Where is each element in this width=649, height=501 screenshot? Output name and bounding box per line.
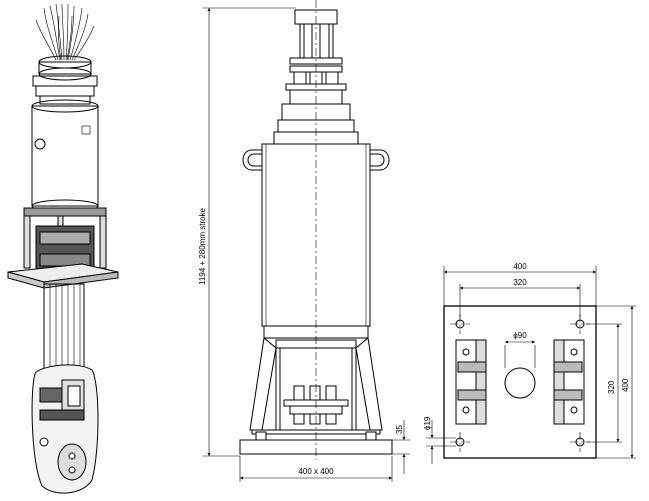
height-dimension-label: 1194 + 280mm stroke: [198, 207, 207, 285]
hole-spacing-h-label: 320: [513, 278, 527, 287]
hole-spacing-v-label: 320: [607, 380, 616, 394]
right-bracket: [553, 339, 585, 425]
plan-view: ϕ90 400 320 320 400 ϕ19: [423, 262, 636, 464]
center-hole-label: ϕ90: [513, 331, 527, 340]
center-hole: [504, 367, 536, 399]
cylinder-body: [31, 99, 99, 213]
plate-width-label: 400: [513, 262, 527, 271]
base-thickness-label: 35: [395, 425, 404, 434]
left-bracket: [455, 339, 487, 425]
piston-rod: [43, 283, 85, 371]
clevis-end: [31, 364, 99, 494]
bolt-hole-label: ϕ19: [423, 416, 432, 430]
isometric-view: [7, 3, 119, 494]
support-frame: [7, 207, 119, 289]
plate-height-label: 400: [621, 378, 630, 392]
front-view: 1194 + 280mm stroke: [198, 0, 410, 482]
cable-bundle: [35, 3, 95, 61]
swivel-head: [32, 55, 98, 105]
base-size-label: 400 x 400: [298, 467, 334, 476]
base-plate: [443, 305, 597, 459]
